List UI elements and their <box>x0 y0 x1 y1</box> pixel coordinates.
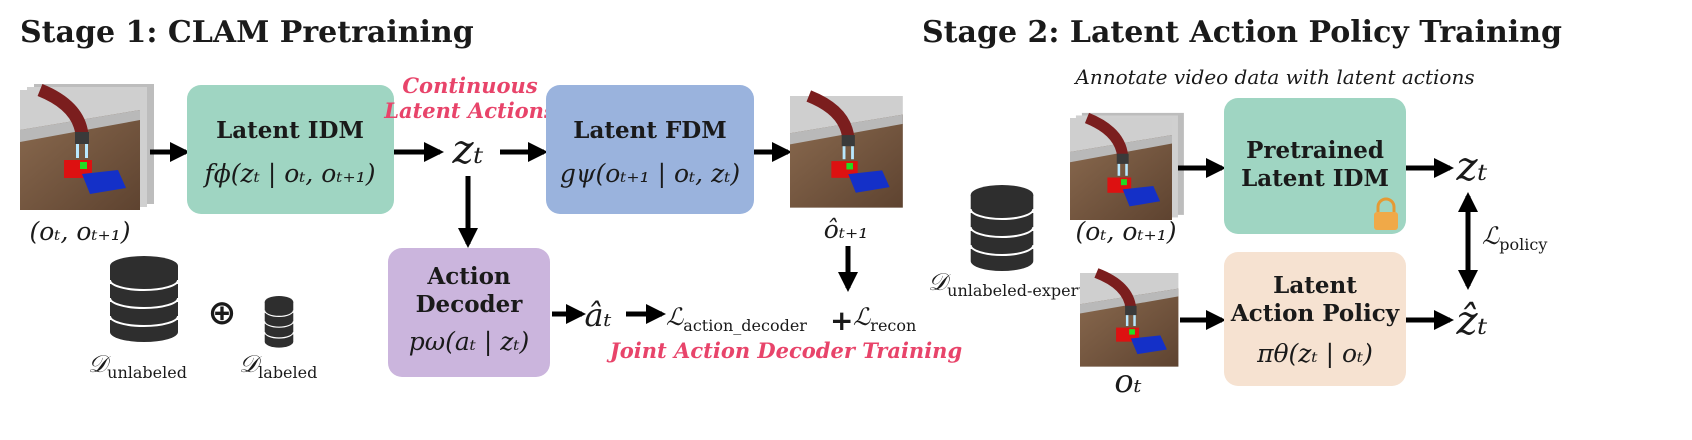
dataset-labeled-label: 𝒟labeled <box>239 350 317 382</box>
loss-policy: ℒpolicy <box>1482 222 1547 254</box>
latent-fdm-box <box>546 85 754 214</box>
stage2-latent-z: zₜ <box>1456 144 1488 190</box>
stage1-output-frame-image <box>790 96 903 208</box>
continuous-annotation-line2: Latent Actions <box>383 98 556 123</box>
pretrained-idm-box <box>1224 98 1406 234</box>
joint-training-annotation: Joint Action Decoder Training <box>606 338 962 363</box>
pretrained-idm-title-line1: Pretrained <box>1246 137 1384 164</box>
latent-fdm-title: Latent FDM <box>573 117 726 144</box>
plus-sign: + <box>830 304 853 337</box>
stage2-input-frames-image <box>1070 113 1184 220</box>
continuous-annotation-line1: Continuous <box>402 73 537 98</box>
policy-formula: πθ(zₜ | oₜ) <box>1256 339 1373 369</box>
action-decoder-title-line1: Action <box>426 263 511 290</box>
stage2-input-frames-label: (oₜ, oₜ₊₁) <box>1075 217 1176 246</box>
stage2-annotation: Annotate video data with latent actions <box>1073 65 1474 89</box>
latent-fdm-formula: gψ(oₜ₊₁ | oₜ, zₜ) <box>560 159 740 189</box>
loss-recon: ℒrecon <box>853 303 916 335</box>
stage2-observation-image <box>1080 273 1178 367</box>
latent-action-policy-box <box>1224 252 1406 386</box>
loss-action-decoder: ℒaction_decoder <box>666 303 807 335</box>
unlabeled-dataset-icon <box>109 255 179 343</box>
action-decoder-formula: pω(aₜ | zₜ) <box>409 327 530 357</box>
dataset-expert-label: 𝒟unlabeled-expert <box>928 268 1085 300</box>
latent-idm-title: Latent IDM <box>216 117 364 144</box>
action-decoder-title-line2: Decoder <box>416 291 524 318</box>
lock-icon <box>1374 197 1398 230</box>
pretrained-idm-title-line2: Latent IDM <box>1241 165 1389 192</box>
dataset-unlabeled-label: 𝒟unlabeled <box>88 350 187 382</box>
decoded-action: âₜ <box>585 296 612 334</box>
oplus-icon: ⊕ <box>208 293 237 333</box>
stage1-title: Stage 1: CLAM Pretraining <box>20 15 474 50</box>
policy-title-line1: Latent <box>1273 272 1357 299</box>
policy-title-line2: Action Policy <box>1230 300 1400 327</box>
predicted-latent: ẑₜ <box>1456 298 1488 344</box>
expert-dataset-icon <box>969 184 1035 272</box>
labeled-dataset-icon <box>264 295 294 349</box>
latent-idm-box <box>187 85 394 214</box>
stage1-output-frame-label: ôₜ₊₁ <box>824 215 868 244</box>
stage1-input-frames-label: (oₜ, oₜ₊₁) <box>29 217 130 246</box>
stage2-title: Stage 2: Latent Action Policy Training <box>922 15 1562 50</box>
latent-idm-formula: fϕ(zₜ | oₜ, oₜ₊₁) <box>203 159 376 189</box>
action-decoder-box <box>388 248 550 377</box>
stage1-latent-z: zₜ <box>452 127 484 173</box>
stage1-input-frames-image <box>20 84 154 210</box>
stage2-observation-label: oₜ <box>1114 362 1141 400</box>
